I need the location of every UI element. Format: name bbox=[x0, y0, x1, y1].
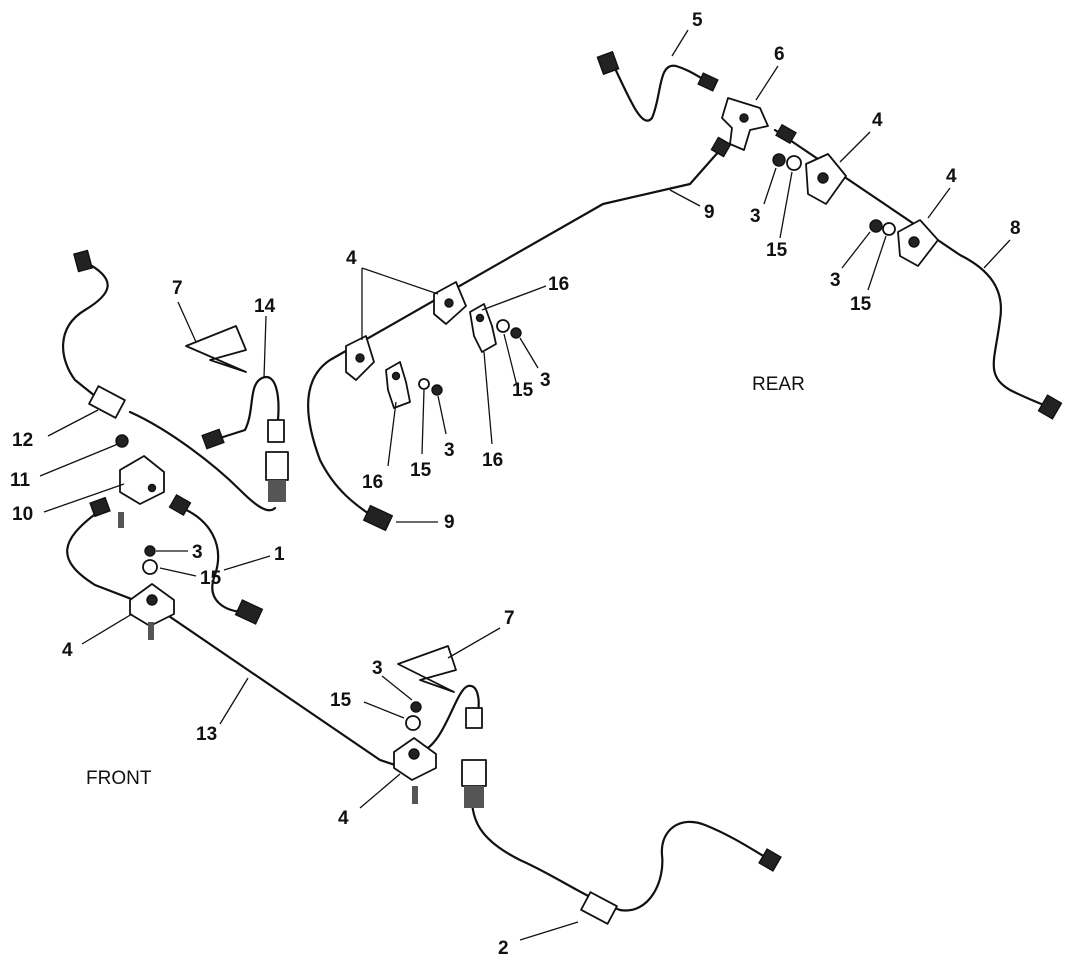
nut-3-left bbox=[144, 545, 156, 557]
callout-9-upper: 9 bbox=[704, 202, 715, 223]
end-fitting-5 bbox=[596, 50, 620, 76]
clip-4-mid-a bbox=[433, 281, 467, 325]
clip-4-rear-b bbox=[897, 219, 939, 267]
callout-3-rear-b: 3 bbox=[830, 270, 841, 291]
callout-3-left: 3 bbox=[192, 542, 203, 563]
callout-6: 6 bbox=[774, 44, 785, 65]
tube-9 bbox=[306, 148, 722, 522]
callout-15-rear-b: 15 bbox=[850, 294, 872, 315]
tube-nut-9a bbox=[710, 136, 732, 158]
end-fitting-12 bbox=[73, 249, 93, 273]
callout-numbers: 5 6 4 4 3 15 3 15 8 9 4 16 15 3 16 3 15 … bbox=[10, 10, 1021, 959]
hose-fitting-2 bbox=[580, 891, 618, 925]
hose-end-14 bbox=[265, 419, 289, 502]
tube-13 bbox=[66, 510, 412, 772]
callout-2: 2 bbox=[498, 938, 509, 959]
callout-10: 10 bbox=[12, 504, 33, 525]
label-rear: REAR bbox=[752, 374, 805, 395]
tube-nut-14 bbox=[201, 428, 225, 450]
brake-tubes bbox=[62, 60, 1052, 912]
callout-1: 1 bbox=[274, 544, 285, 565]
washer-15-rear-b bbox=[882, 222, 896, 236]
nut-3-rear-a bbox=[772, 153, 786, 167]
callout-13: 13 bbox=[196, 724, 217, 745]
callout-7-bottom: 7 bbox=[504, 608, 515, 629]
callout-3-mid-b: 3 bbox=[444, 440, 455, 461]
parts bbox=[73, 50, 1063, 925]
callout-8: 8 bbox=[1010, 218, 1021, 239]
tube-12 bbox=[62, 260, 109, 402]
tee-fitting-6 bbox=[721, 97, 769, 151]
callout-3-mid-a: 3 bbox=[540, 370, 551, 391]
washer-15-mid-a bbox=[496, 319, 510, 333]
clip-4-bottom bbox=[393, 737, 437, 781]
callout-15-mid-a: 15 bbox=[512, 380, 534, 401]
callout-12: 12 bbox=[12, 430, 33, 451]
callout-7-left: 7 bbox=[172, 278, 183, 299]
clip-4-rear-a bbox=[805, 153, 847, 205]
callout-5: 5 bbox=[692, 10, 703, 31]
callout-4-rear-b: 4 bbox=[946, 166, 957, 187]
callout-16-mid-c: 16 bbox=[482, 450, 503, 471]
tube-nut-5a bbox=[697, 72, 719, 92]
callout-16-mid-a: 16 bbox=[548, 274, 569, 295]
callout-4-mid: 4 bbox=[346, 248, 357, 269]
washer-15-left bbox=[142, 559, 158, 575]
tube-nut-left-b bbox=[168, 493, 192, 517]
tube-nut-8a bbox=[775, 123, 797, 145]
callout-4-rear-a: 4 bbox=[872, 110, 883, 131]
washer-15-bottom bbox=[405, 715, 421, 731]
tube-8 bbox=[773, 128, 1052, 410]
callout-11: 11 bbox=[10, 470, 31, 491]
washer-15-rear-a bbox=[786, 155, 802, 171]
stud-left-upper bbox=[118, 512, 124, 528]
leader-lines bbox=[39, 29, 1011, 941]
callout-15-mid-b: 15 bbox=[410, 460, 432, 481]
clip-4-left bbox=[129, 583, 175, 627]
nut-3-mid-a bbox=[510, 327, 522, 339]
tube-1 bbox=[180, 506, 247, 614]
stud-bottom bbox=[412, 786, 418, 804]
tube-bottom-branch bbox=[418, 684, 480, 754]
tube-nut-left-a bbox=[89, 496, 111, 518]
bracket-7-bottom bbox=[397, 645, 457, 693]
callout-16-mid-b: 16 bbox=[362, 472, 383, 493]
callout-15-rear-a: 15 bbox=[766, 240, 788, 261]
end-fitting-8 bbox=[1037, 394, 1063, 420]
callout-15-bottom: 15 bbox=[330, 690, 352, 711]
junction-block-10 bbox=[119, 455, 165, 505]
hose-fitting-12 bbox=[88, 385, 126, 419]
callout-3-bottom: 3 bbox=[372, 658, 383, 679]
callout-3-rear-a: 3 bbox=[750, 206, 761, 227]
end-fitting-9 bbox=[362, 504, 394, 532]
callout-4-left: 4 bbox=[62, 640, 73, 661]
clip-4-mid-b bbox=[345, 335, 375, 381]
nut-3-mid-b bbox=[431, 384, 443, 396]
nut-3-bottom bbox=[410, 701, 422, 713]
tube-2 bbox=[470, 788, 772, 912]
bracket-16-upper bbox=[469, 303, 497, 353]
callout-9-lower: 9 bbox=[444, 512, 455, 533]
hose-end-bottom bbox=[461, 707, 487, 808]
washer-15-mid-b bbox=[418, 378, 430, 390]
stud-left-lower bbox=[148, 622, 154, 640]
callout-14: 14 bbox=[254, 296, 276, 317]
end-fitting-2 bbox=[758, 848, 782, 872]
tube-14 bbox=[218, 375, 280, 440]
bracket-7-left bbox=[185, 325, 247, 373]
label-front: FRONT bbox=[86, 768, 152, 789]
nut-3-rear-b bbox=[869, 219, 883, 233]
end-fitting-1 bbox=[234, 599, 264, 625]
callout-4-bottom: 4 bbox=[338, 808, 349, 829]
callout-15-left: 15 bbox=[200, 568, 222, 589]
bracket-16-lower bbox=[385, 361, 411, 409]
tube-12-lower bbox=[128, 410, 277, 512]
tube-5 bbox=[610, 60, 714, 122]
nut-11 bbox=[115, 434, 129, 448]
